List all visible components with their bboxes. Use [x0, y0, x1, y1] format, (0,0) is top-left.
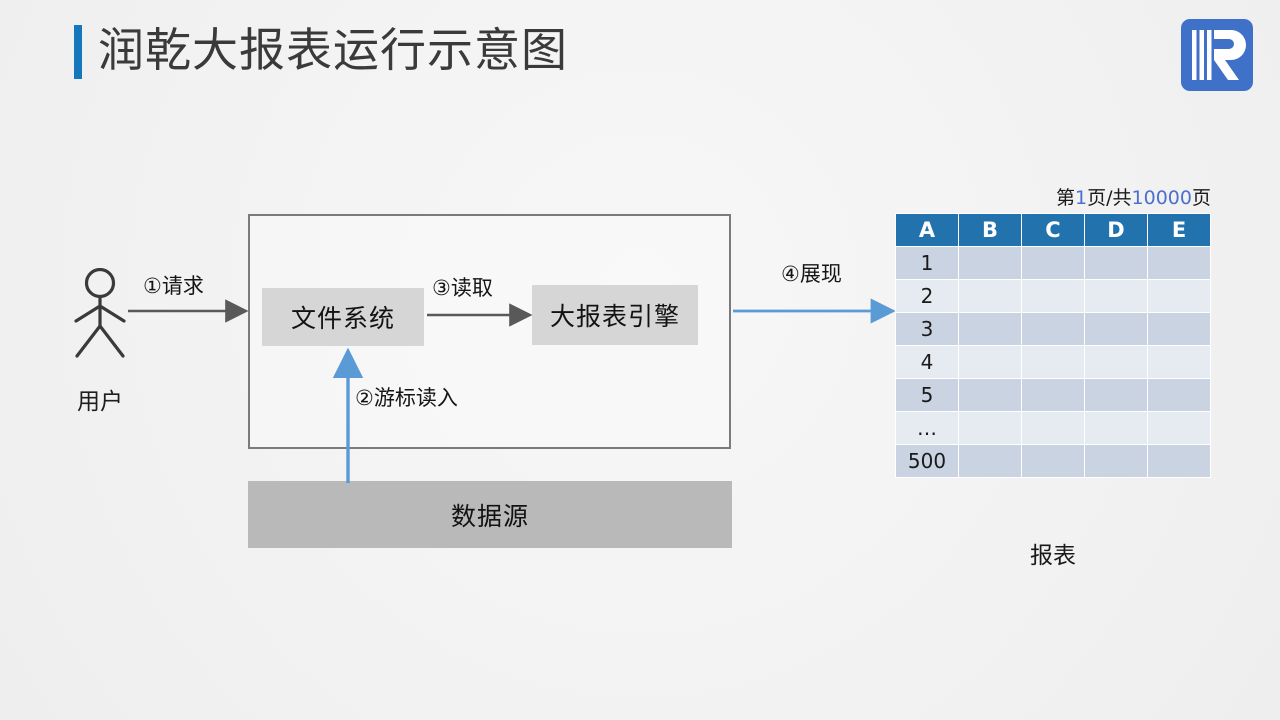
report-cell-d0[interactable] — [1085, 247, 1147, 279]
report-cell-c1[interactable] — [1022, 280, 1084, 312]
report-caption: 报表 — [1030, 543, 1076, 569]
pager-middle: 页/共 — [1087, 187, 1132, 209]
report-cell-c3[interactable] — [1022, 346, 1084, 378]
report-cell-b1[interactable] — [959, 280, 1021, 312]
report-column-header-d[interactable]: D — [1085, 214, 1147, 246]
report-cell-d2[interactable] — [1085, 313, 1147, 345]
report-column-header-a[interactable]: A — [896, 214, 958, 246]
report-row-index-cell[interactable]: … — [896, 412, 958, 444]
flow-label-request: ①请求 — [143, 274, 204, 298]
report-row-index-cell[interactable]: 1 — [896, 247, 958, 279]
pager-suffix: 页 — [1191, 187, 1211, 209]
report-row-index-cell[interactable]: 3 — [896, 313, 958, 345]
report-column-header-c[interactable]: C — [1022, 214, 1084, 246]
report-table-row: 5 — [896, 379, 1210, 411]
report-cell-b5[interactable] — [959, 412, 1021, 444]
report-engine-box: 大报表引擎 — [532, 285, 698, 345]
report-cell-c2[interactable] — [1022, 313, 1084, 345]
report-table-row: 2 — [896, 280, 1210, 312]
report-row-index-cell[interactable]: 500 — [896, 445, 958, 477]
flow-label-read: ③读取 — [432, 276, 493, 300]
report-table-row: 500 — [896, 445, 1210, 477]
report-row-index-cell[interactable]: 5 — [896, 379, 958, 411]
pager-current-page: 1 — [1075, 187, 1088, 209]
report-cell-b6[interactable] — [959, 445, 1021, 477]
flow-label-cursor-read: ②游标读入 — [355, 386, 458, 410]
flow-label-display: ④展现 — [781, 262, 842, 286]
pager-prefix: 第 — [1056, 187, 1076, 209]
report-cell-b3[interactable] — [959, 346, 1021, 378]
report-cell-d6[interactable] — [1085, 445, 1147, 477]
report-row-index-cell[interactable]: 4 — [896, 346, 958, 378]
report-cell-d4[interactable] — [1085, 379, 1147, 411]
report-cell-e6[interactable] — [1148, 445, 1210, 477]
report-table-row: 3 — [896, 313, 1210, 345]
report-cell-c5[interactable] — [1022, 412, 1084, 444]
pager-total-pages: 10000 — [1131, 187, 1192, 209]
report-cell-e4[interactable] — [1148, 379, 1210, 411]
page-title: 润乾大报表运行示意图 — [98, 23, 568, 77]
report-cell-e0[interactable] — [1148, 247, 1210, 279]
report-cell-c0[interactable] — [1022, 247, 1084, 279]
runqian-r-logo — [1181, 19, 1253, 91]
title-accent-bar — [74, 25, 82, 79]
report-cell-e3[interactable] — [1148, 346, 1210, 378]
report-column-header-b[interactable]: B — [959, 214, 1021, 246]
report-pager: 第1页/共10000页 — [895, 183, 1211, 210]
report-cell-e5[interactable] — [1148, 412, 1210, 444]
report-row-index-cell[interactable]: 2 — [896, 280, 958, 312]
report-cell-e1[interactable] — [1148, 280, 1210, 312]
data-source-box: 数据源 — [248, 481, 732, 548]
stick-figure-user-icon — [62, 267, 138, 360]
report-cell-d5[interactable] — [1085, 412, 1147, 444]
report-table-row: … — [896, 412, 1210, 444]
report-table-row: 1 — [896, 247, 1210, 279]
file-system-box: 文件系统 — [262, 288, 424, 346]
report-cell-d3[interactable] — [1085, 346, 1147, 378]
report-cell-c6[interactable] — [1022, 445, 1084, 477]
user-label: 用户 — [77, 389, 123, 415]
report-cell-c4[interactable] — [1022, 379, 1084, 411]
report-cell-e2[interactable] — [1148, 313, 1210, 345]
report-cell-b4[interactable] — [959, 379, 1021, 411]
report-cell-b0[interactable] — [959, 247, 1021, 279]
report-table-row: 4 — [896, 346, 1210, 378]
report-cell-b2[interactable] — [959, 313, 1021, 345]
report-cell-d1[interactable] — [1085, 280, 1147, 312]
report-column-header-e[interactable]: E — [1148, 214, 1210, 246]
